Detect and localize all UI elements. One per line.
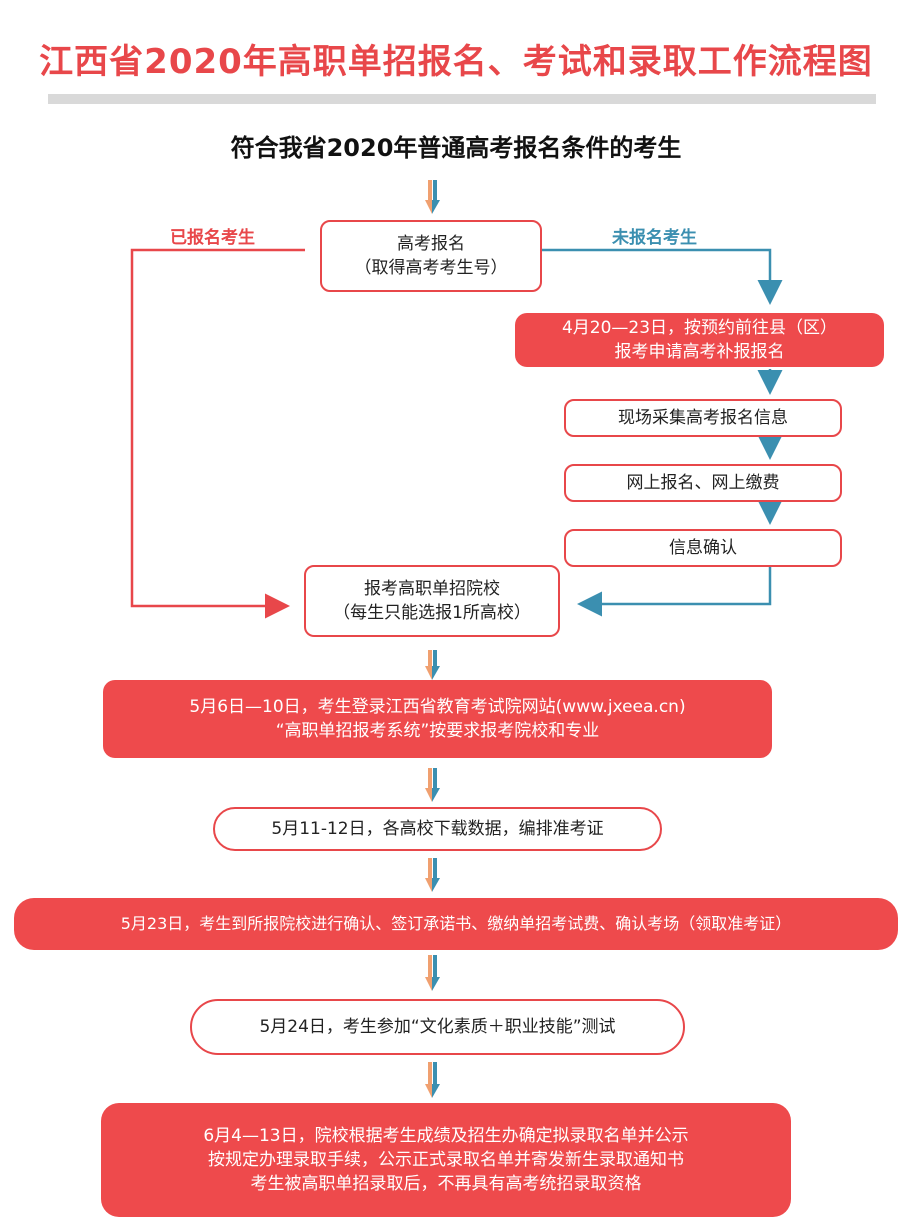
down-arrow-3	[425, 768, 440, 802]
step-confirm-info: 信息确认	[564, 529, 842, 567]
page-title: 江西省2020年高职单招报名、考试和录取工作流程图	[39, 42, 873, 82]
subtitle: 符合我省2020年普通高考报名条件的考生	[230, 134, 682, 162]
title-divider	[48, 94, 876, 104]
step-online-register-pay: 网上报名、网上缴费	[564, 464, 842, 502]
step-gaokao-register: 高考报名 （取得高考考生号）	[320, 220, 542, 292]
step-collect-info: 现场采集高考报名信息	[564, 399, 842, 437]
arrow-confirm-apply	[577, 566, 772, 617]
unregistered-label: 未报名考生	[612, 228, 697, 248]
unregistered-branch-line	[542, 248, 783, 305]
down-arrow-2	[425, 650, 440, 680]
down-arrow-1	[425, 180, 440, 214]
step-may6-online-apply: 5月6日—10日，考生登录江西省教育考试院网站(www.jxeea.cn) “高…	[103, 680, 772, 758]
registered-label: 已报名考生	[170, 228, 255, 248]
step-june4-admission: 6月4—13日，院校根据考生成绩及招生办确定拟录取名单并公示 按规定办理录取手续…	[101, 1103, 791, 1217]
registered-branch-line	[130, 248, 305, 619]
step-may23-school-confirm: 5月23日，考生到所报院校进行确认、签订承诺书、缴纳单招考试费、确认考场（领取准…	[14, 898, 898, 950]
down-arrow-5	[425, 955, 440, 991]
down-arrow-6	[425, 1062, 440, 1098]
step-supplement-register: 4月20—23日，按预约前往县（区） 报考申请高考补报报名	[515, 313, 884, 367]
step-may24-test: 5月24日，考生参加“文化素质＋职业技能”测试	[190, 999, 685, 1055]
step-apply-school: 报考高职单招院校 （每生只能选报1所高校）	[304, 565, 560, 637]
step-may11-download-data: 5月11-12日，各高校下载数据，编排准考证	[213, 807, 662, 851]
down-arrow-4	[425, 858, 440, 892]
